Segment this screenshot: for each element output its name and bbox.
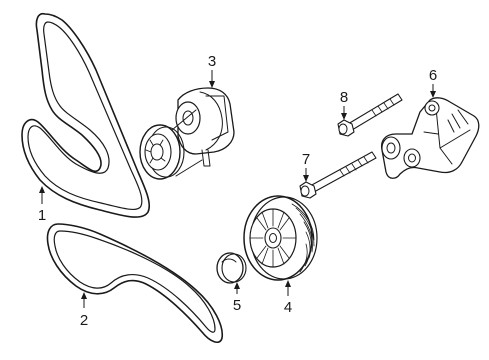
callout-4-label: 4 — [284, 299, 292, 316]
belt-1 — [21, 12, 151, 218]
callout-7: 7 — [302, 151, 310, 182]
callout-2: 2 — [80, 292, 88, 329]
bolt — [337, 93, 403, 137]
callout-4: 4 — [284, 280, 292, 316]
idler-pulley — [243, 195, 318, 281]
bracket — [380, 97, 480, 179]
callout-7-label: 7 — [302, 151, 310, 168]
belt-2 — [46, 223, 223, 344]
long-bolt — [299, 151, 377, 199]
callout-6-label: 6 — [429, 67, 437, 84]
callout-3: 3 — [208, 53, 216, 88]
callout-8: 8 — [340, 89, 348, 120]
callout-8-label: 8 — [340, 89, 348, 106]
tensioner — [139, 87, 235, 180]
dust-cap — [216, 252, 247, 284]
callout-1: 1 — [38, 186, 46, 224]
callout-5-label: 5 — [233, 297, 241, 314]
callout-3-label: 3 — [208, 53, 216, 70]
callout-1-label: 1 — [38, 207, 46, 224]
callout-2-label: 2 — [80, 312, 88, 329]
callout-5: 5 — [233, 282, 241, 314]
callout-6: 6 — [429, 67, 437, 98]
